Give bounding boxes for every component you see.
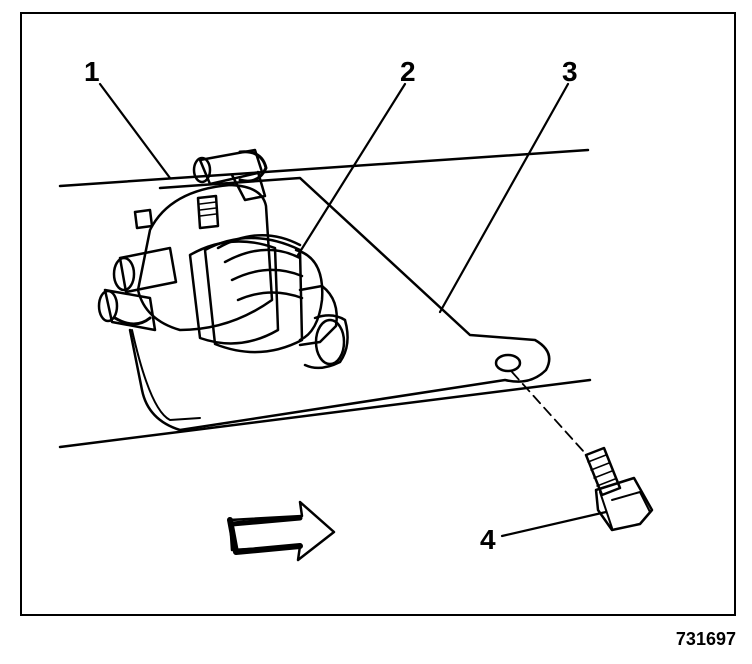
- callout-2: 2: [400, 56, 416, 87]
- leader-line-1: [98, 82, 172, 180]
- mounting-stud: [196, 194, 220, 230]
- bolt-centerline: [511, 371, 585, 453]
- pump-collar: [294, 248, 324, 342]
- callout-4: 4: [480, 524, 496, 555]
- lower-clamp: [113, 316, 152, 326]
- pump-housing: [136, 183, 274, 332]
- lower-hose-fitting: [103, 288, 157, 332]
- mounting-bolt: [511, 371, 654, 532]
- leader-line-2: [296, 82, 407, 257]
- diagram-frame: [20, 12, 736, 616]
- figure-id: 731697: [675, 629, 736, 649]
- mounting-bracket: [128, 176, 551, 432]
- leader-line-3: [438, 82, 570, 314]
- wire-line: [131, 329, 201, 421]
- left-hose-fitting: [118, 246, 178, 294]
- bracket-bolt-hole: [494, 353, 522, 373]
- upper-rail-line: [58, 148, 590, 188]
- callout-1: 1: [84, 56, 100, 87]
- top-clamp: [238, 150, 268, 183]
- pump-outlet-step: [298, 284, 338, 347]
- bolt-head: [594, 476, 654, 532]
- air-pump-assembly: [97, 148, 349, 370]
- callout-3: 3: [562, 56, 578, 87]
- lower-rail-line: [58, 378, 592, 449]
- pump-outlet-tube: [303, 314, 349, 370]
- leader-line-4: [500, 510, 608, 538]
